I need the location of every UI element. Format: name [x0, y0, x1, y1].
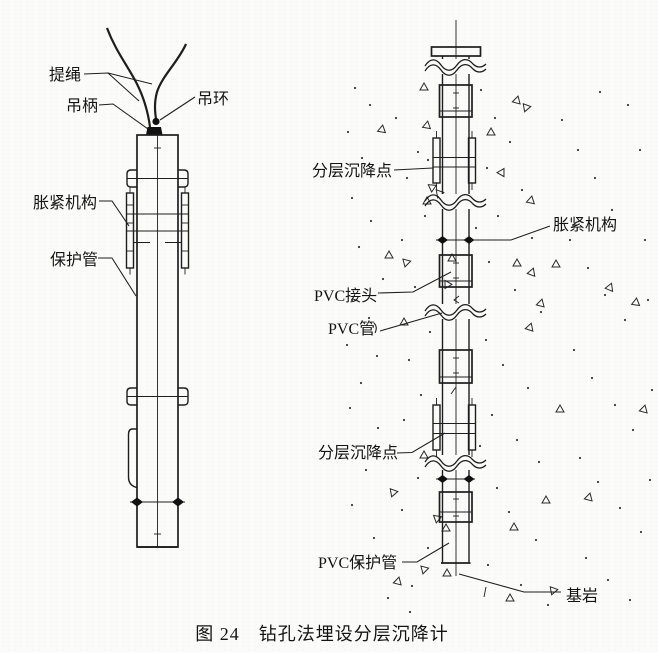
expansion-mechanism-plates — [125, 186, 190, 275]
settlement-point-lower-bracket — [432, 398, 477, 457]
left-leader-lines — [83, 72, 196, 297]
right-borehole-diagram: 分层沉降点 胀紧机构 PVC接头 PVC管 分层沉降点 PVC保护管 基岩 — [312, 20, 654, 614]
label-expansion-mechanism-left: 胀紧机构 — [33, 194, 97, 212]
bedrock-leader — [458, 573, 561, 598]
label-protection-tube: 保护管 — [50, 251, 98, 269]
label-pvc-joint: PVC接头 — [314, 287, 377, 305]
label-expansion-mechanism-right: 胀紧机构 — [553, 216, 617, 234]
lower-ear-tabs — [126, 387, 189, 406]
lift-ring-dot — [152, 117, 160, 126]
lifting-rope-left — [105, 27, 152, 128]
label-lifting-rope: 提绳 — [49, 66, 81, 84]
right-leader-lines — [373, 167, 551, 563]
bottom-diamond-stops — [130, 497, 185, 507]
lift-handle-block — [146, 127, 163, 135]
side-hook-clip — [127, 428, 138, 489]
label-settlement-point-lower: 分层沉降点 — [318, 444, 398, 462]
label-pvc-pipe: PVC管 — [328, 320, 375, 338]
expansion-point-lower — [436, 475, 475, 483]
expansion-point-upper — [436, 236, 475, 244]
top-flange — [430, 46, 482, 57]
pvc-couplings — [438, 84, 473, 523]
left-device-diagram: 提绳 吊柄 吊环 胀紧机构 保护管 — [33, 27, 229, 548]
figure-caption: 图 24 钻孔法埋设分层沉降计 — [195, 624, 449, 644]
label-lift-ring: 吊环 — [197, 91, 229, 108]
settlement-point-upper-bracket — [432, 131, 477, 190]
label-lift-handle: 吊柄 — [66, 97, 98, 115]
label-pvc-protection-tube: PVC保护管 — [318, 554, 397, 572]
lifting-rope-right — [153, 43, 188, 120]
upper-ear-tabs — [126, 169, 189, 188]
soil-texture — [345, 82, 654, 614]
label-settlement-point-upper: 分层沉降点 — [312, 162, 392, 180]
label-bedrock: 基岩 — [566, 587, 598, 605]
pipe-break-waves — [424, 58, 487, 472]
